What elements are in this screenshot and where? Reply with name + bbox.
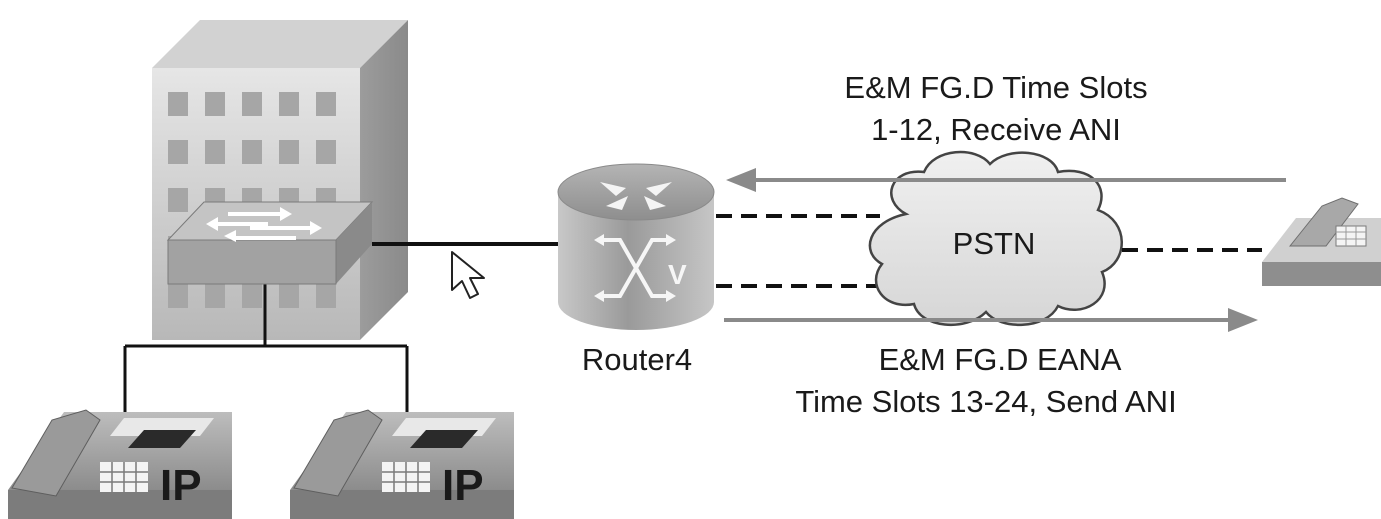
send-direction-arrow bbox=[724, 308, 1258, 332]
ip-phone-left-icon: IP bbox=[8, 409, 232, 519]
telephone-icon bbox=[1262, 197, 1381, 286]
building-icon bbox=[152, 20, 408, 340]
router-voice-badge: V bbox=[668, 259, 687, 290]
ip-phone-right-icon: IP bbox=[290, 409, 514, 519]
ip-phone-left-badge: IP bbox=[160, 461, 202, 510]
receive-label-line2: 1-12, Receive ANI bbox=[871, 112, 1121, 147]
cloud-icon bbox=[868, 150, 1123, 326]
pstn-label: PSTN bbox=[953, 226, 1036, 261]
send-label-line1: E&M FG.D EANA bbox=[879, 342, 1122, 377]
receive-direction-arrow bbox=[726, 168, 1286, 192]
ip-phone-right-badge: IP bbox=[442, 461, 484, 510]
mouse-cursor-icon bbox=[451, 251, 485, 299]
router-icon: V bbox=[557, 163, 715, 330]
lan-wiring bbox=[123, 284, 409, 420]
router-label: Router4 bbox=[582, 342, 692, 377]
receive-label-line1: E&M FG.D Time Slots bbox=[844, 70, 1147, 105]
pstn-trunk-dashed bbox=[716, 214, 880, 288]
switch-icon bbox=[166, 201, 374, 285]
send-label-line2: Time Slots 13-24, Send ANI bbox=[795, 384, 1176, 419]
